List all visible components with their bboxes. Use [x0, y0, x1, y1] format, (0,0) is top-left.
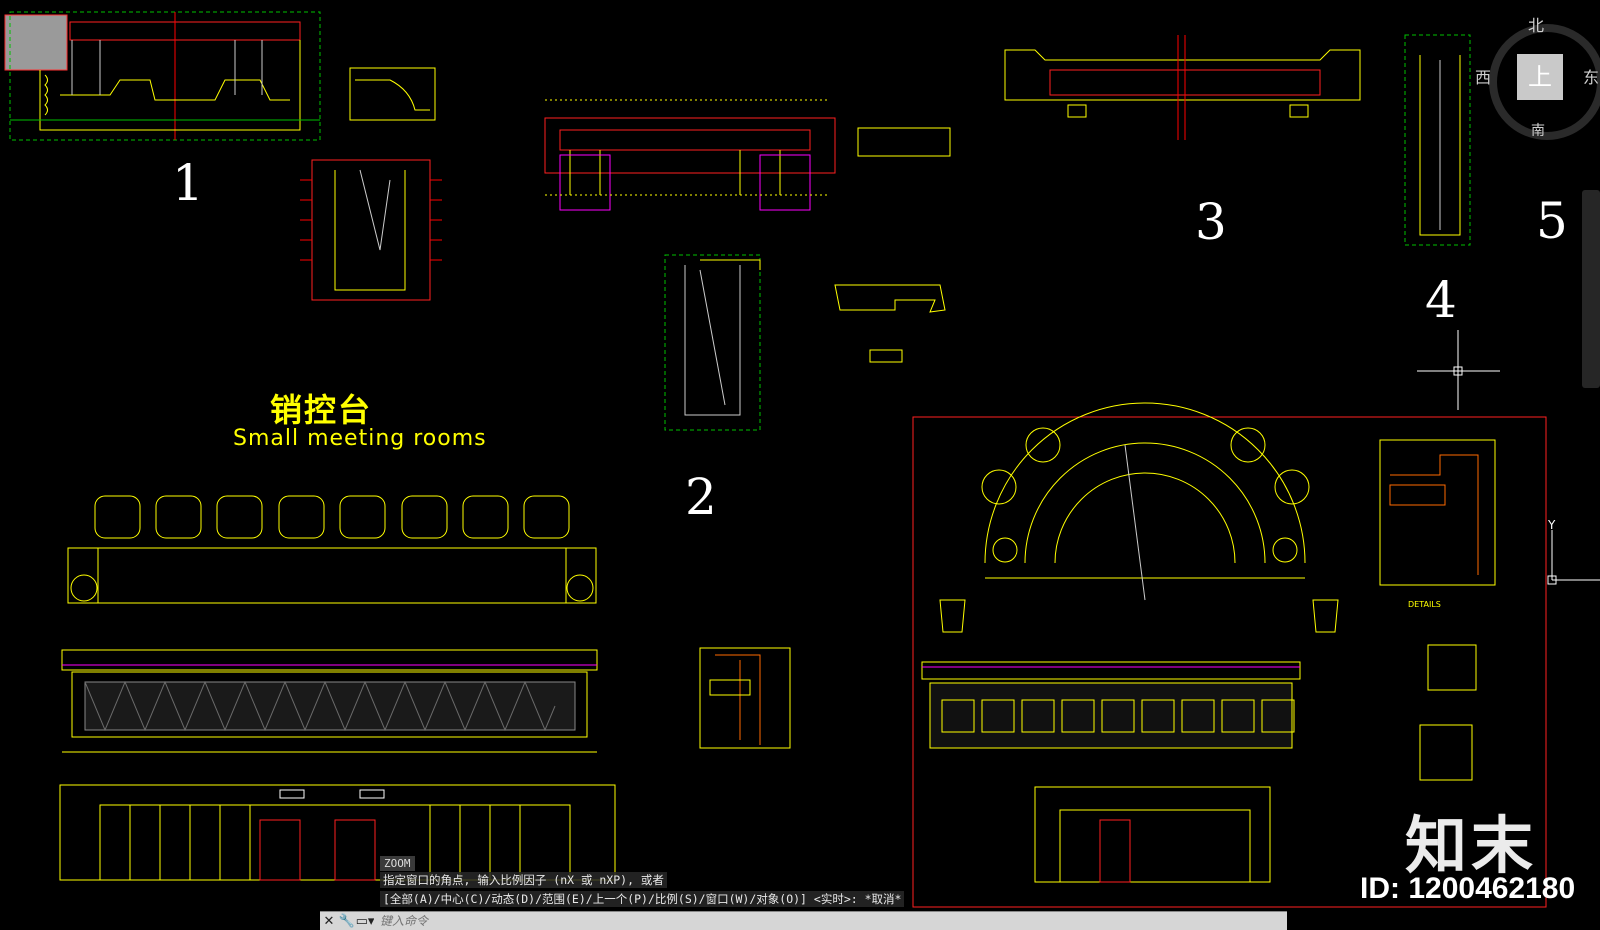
command-prompt-line-1: 指定窗口的角点, 输入比例因子 (nX 或 nXP), 或者	[380, 872, 667, 888]
watermark-id: ID: 1200462180	[1360, 872, 1576, 905]
reception-desk-sheet	[912, 402, 1547, 908]
meeting-room-elevation	[59, 784, 616, 881]
view-label-2: 2	[685, 468, 717, 526]
details-tag: DETAILS	[1408, 600, 1441, 609]
counter-side-section	[699, 647, 791, 749]
compass-east[interactable]: 东	[1583, 68, 1600, 87]
compass-west[interactable]: 西	[1475, 68, 1492, 87]
meeting-room-plan	[67, 495, 597, 604]
detail-1-section	[300, 67, 442, 301]
chair-row	[94, 495, 570, 539]
command-bar[interactable]: ✕ 🔧 ▭▾	[320, 911, 1287, 930]
detail-1-plan	[4, 11, 321, 141]
counter-front-elevation	[61, 649, 598, 753]
wrench-icon[interactable]: 🔧	[338, 913, 356, 929]
cursor-crosshair	[1417, 330, 1500, 410]
viewcube-top-face[interactable]: 上	[1517, 54, 1563, 100]
compass-ring[interactable]	[1489, 24, 1600, 140]
command-input[interactable]	[374, 912, 1287, 930]
detail-3-plan	[1004, 35, 1361, 140]
view-label-3: 3	[1195, 193, 1227, 251]
detail-2-section	[544, 99, 951, 431]
detail-4-section	[1404, 34, 1471, 246]
command-list-icon[interactable]: ▭▾	[355, 913, 375, 929]
compass-north[interactable]: 北	[1528, 16, 1545, 35]
view-label-5: 5	[1536, 192, 1568, 250]
ucs-icon	[1547, 530, 1600, 585]
ucs-y-label: Y	[1548, 518, 1556, 532]
view-label-1: 1	[172, 154, 204, 212]
drawing-title-cn: 销控台	[270, 391, 373, 429]
drawing-title-en: Small meeting rooms	[233, 426, 487, 451]
elevation-panels	[941, 699, 1295, 733]
view-label-4: 4	[1425, 271, 1457, 329]
watermark-logo: 知末	[1405, 809, 1538, 882]
compass-south[interactable]: 南	[1531, 123, 1545, 139]
command-zoom-tag: ZOOM	[380, 856, 415, 871]
command-prompt-line-2: [全部(A)/中心(C)/动态(D)/范围(E)/上一个(P)/比例(S)/窗口…	[380, 891, 905, 907]
navigation-bar[interactable]	[1582, 190, 1600, 388]
viewcube-compass[interactable]: 北 西 东 上 南	[1475, 12, 1600, 140]
close-icon[interactable]: ✕	[323, 913, 335, 929]
